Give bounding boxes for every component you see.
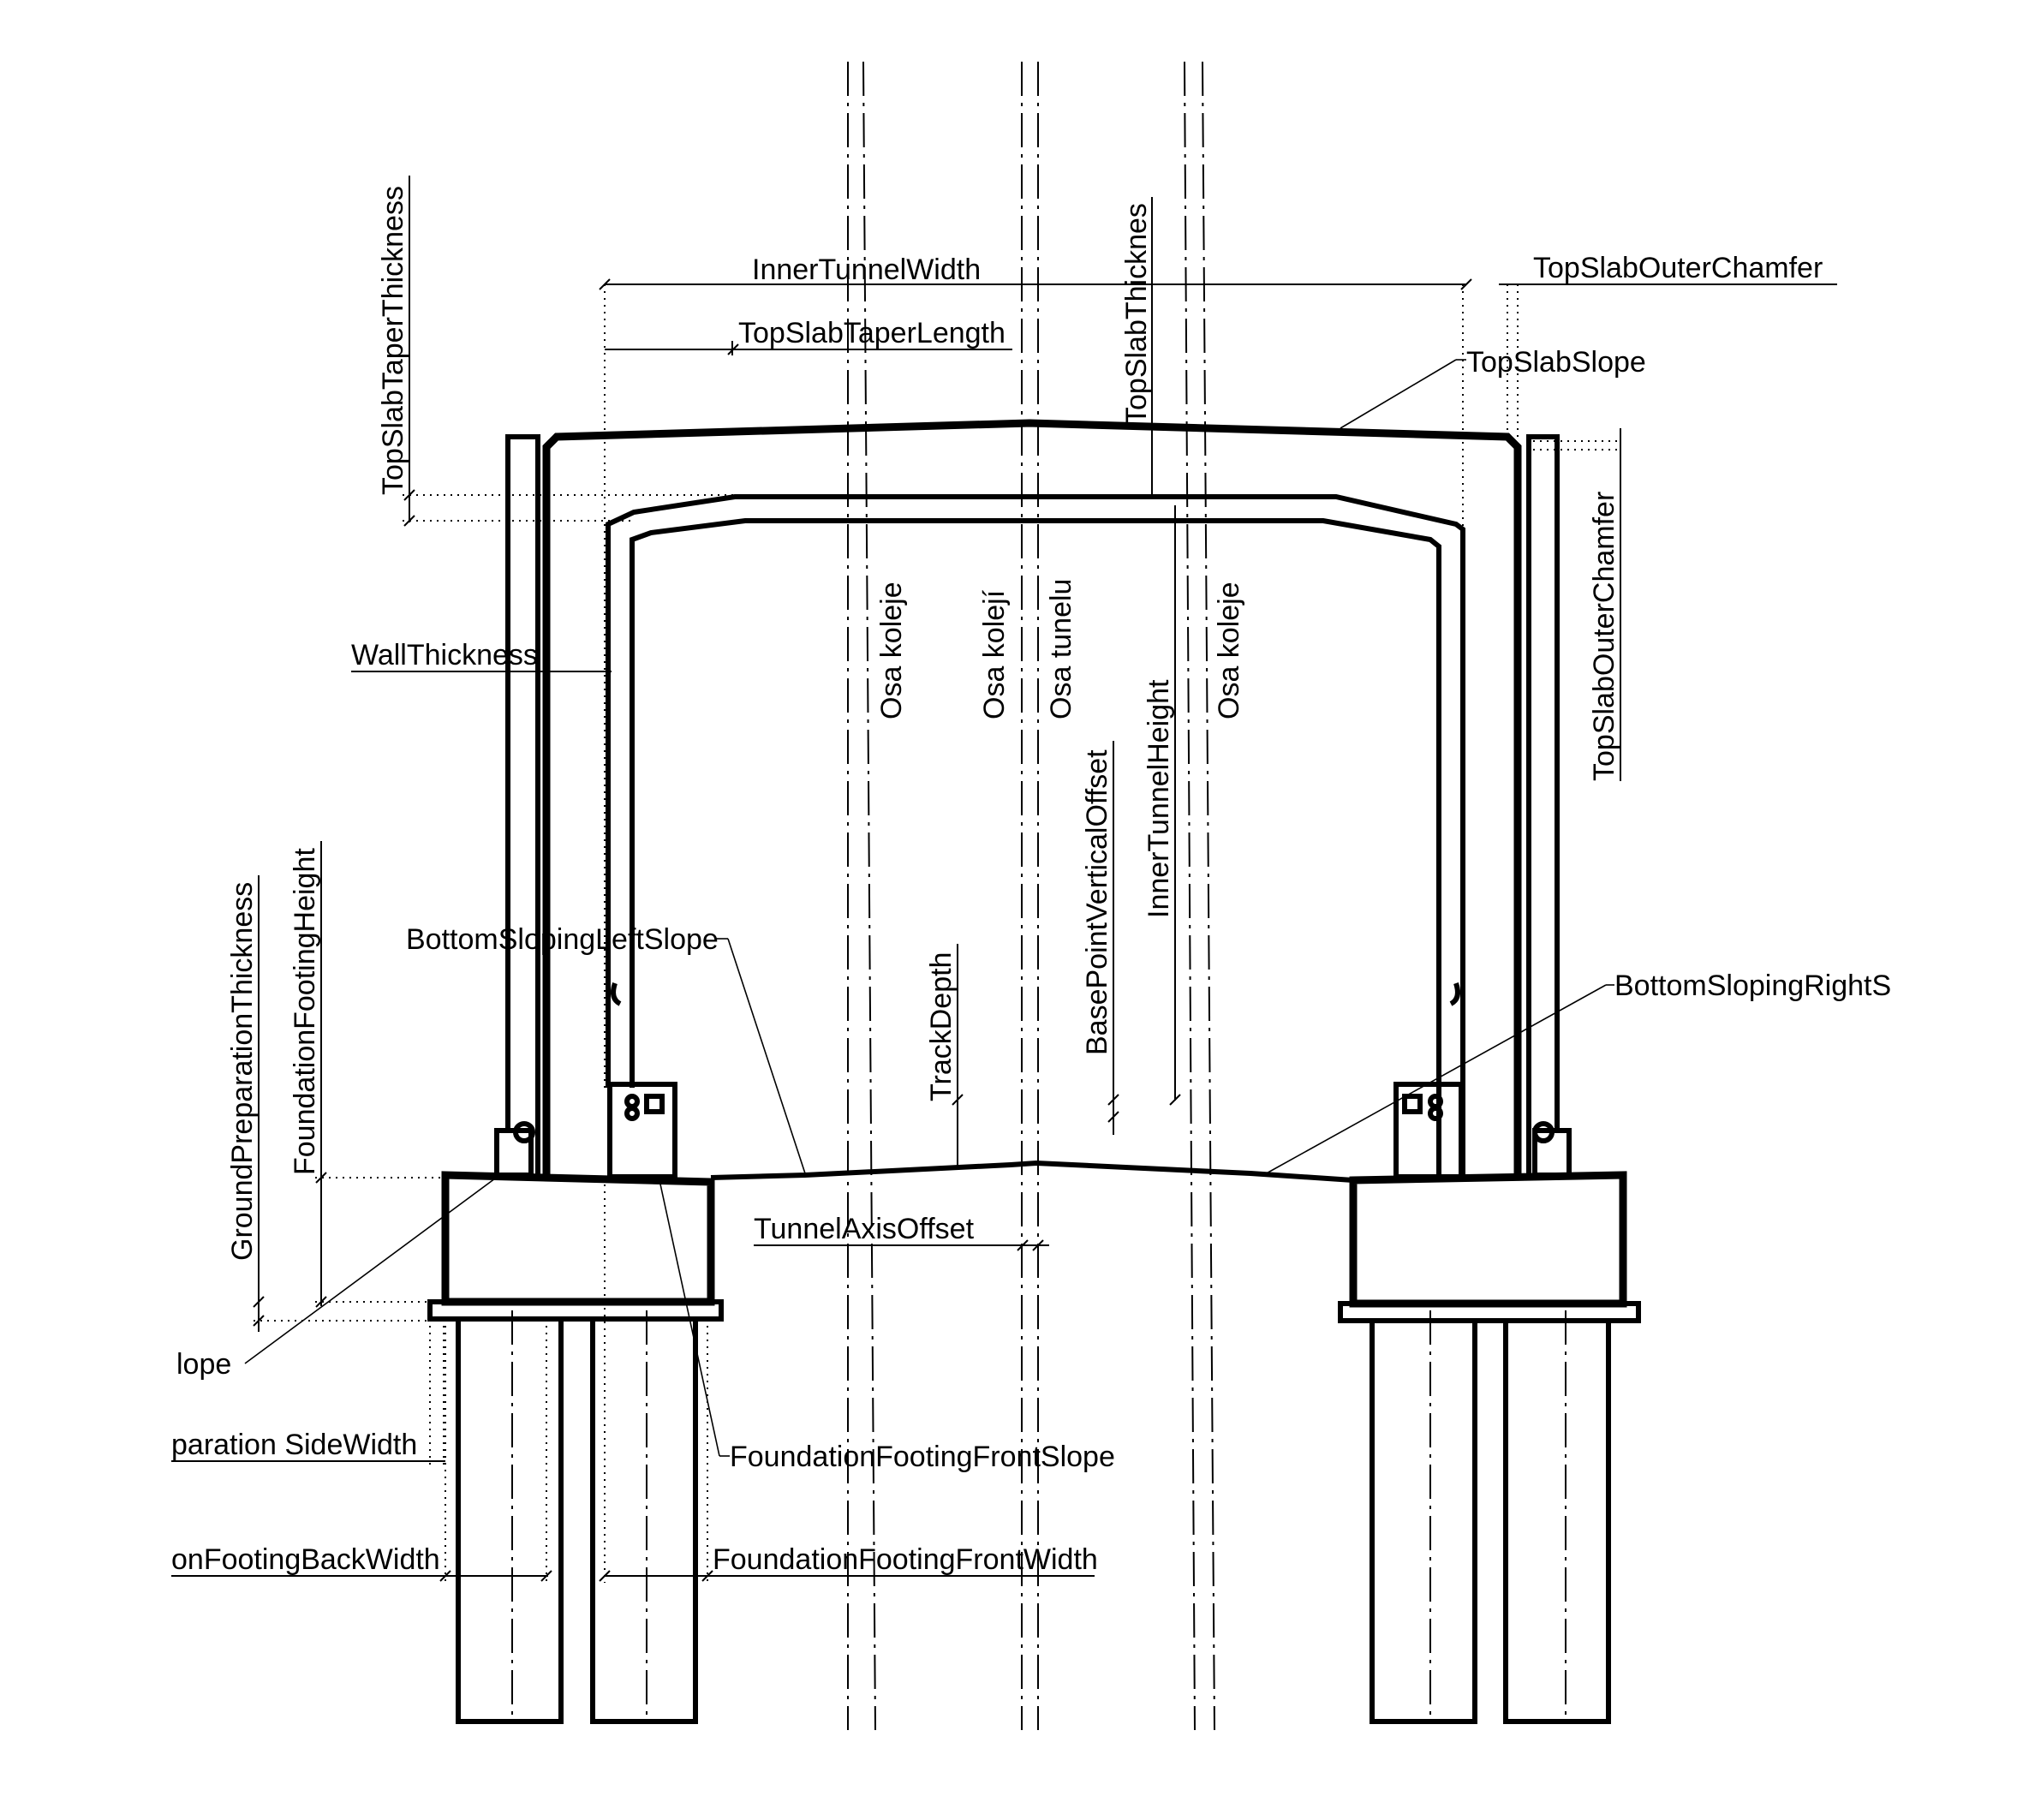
label-preparation-side-width-cut: paration SideWidth bbox=[171, 1429, 417, 1461]
dimension-lines bbox=[171, 176, 1837, 1583]
label-osa-tunelu: Osa tunelu bbox=[1045, 579, 1077, 719]
inner-lining-inner bbox=[630, 518, 1441, 1178]
label-base-point-vertical-offset: BasePointVerticalOffset bbox=[1081, 749, 1113, 1055]
label-inner-tunnel-width: InnerTunnelWidth bbox=[752, 254, 981, 286]
label-bottom-sloping-left-slope: BottomSlopingLeftSlope bbox=[406, 923, 719, 956]
right-cable-box bbox=[1393, 1082, 1464, 1179]
label-foundation-footing-front-slope: FoundationFootingFrontSlope bbox=[730, 1441, 1115, 1473]
left-cable-box bbox=[607, 1082, 677, 1179]
dimension-labels: InnerTunnelWidth TopSlabOuterChamfer Top… bbox=[171, 186, 1891, 1576]
label-foundation-footing-front-width: FoundationFootingFrontWidth bbox=[713, 1543, 1098, 1576]
pile-4 bbox=[1503, 1318, 1611, 1724]
label-osa-koleji: Osa kolejí bbox=[978, 589, 1011, 719]
label-slope-cut: lope bbox=[176, 1348, 231, 1381]
pile-1 bbox=[456, 1316, 564, 1724]
label-ground-preparation-thickness: GroundPreparationThickness bbox=[226, 882, 259, 1261]
right-outer-facing bbox=[1526, 434, 1560, 1175]
label-foundation-footing-height: FoundationFootingHeight bbox=[289, 848, 321, 1175]
label-top-slab-taper-length: TopSlabTaperLength bbox=[738, 317, 1006, 349]
inner-lining-outer bbox=[606, 494, 1465, 1178]
axis-lines bbox=[511, 61, 1566, 1731]
label-top-slab-outer-chamfer-horizontal: TopSlabOuterChamfer bbox=[1533, 252, 1823, 284]
pile-2 bbox=[590, 1316, 698, 1724]
outer-top-slab bbox=[542, 419, 1522, 1175]
label-top-slab-slope: TopSlabSlope bbox=[1466, 346, 1646, 379]
label-wall-thickness: WallThickness bbox=[351, 639, 538, 671]
label-tunnel-axis-offset: TunnelAxisOffset bbox=[754, 1213, 975, 1245]
label-top-slab-outer-chamfer-vertical: TopSlabOuterChamfer bbox=[1588, 492, 1620, 781]
label-osa-koleje-right: Osa koleje bbox=[1213, 582, 1245, 719]
right-footing bbox=[1349, 1171, 1627, 1308]
label-top-slab-taper-thickness: TopSlabTaperThickness bbox=[377, 186, 409, 495]
label-osa-koleje-left: Osa koleje bbox=[875, 582, 908, 719]
tunnel-structure bbox=[427, 419, 1641, 1724]
label-top-slab-thicknes: TopSlabThicknes bbox=[1120, 203, 1153, 425]
label-footing-back-width-cut: onFootingBackWidth bbox=[171, 1543, 440, 1576]
label-track-depth: TrackDepth bbox=[925, 952, 958, 1101]
left-footing bbox=[441, 1171, 715, 1306]
label-bottom-sloping-right-slope: BottomSlopingRightS bbox=[1614, 970, 1891, 1002]
label-inner-tunnel-height: InnerTunnelHeight bbox=[1143, 679, 1175, 918]
bottom-slab bbox=[710, 1160, 1354, 1183]
right-ground-preparation bbox=[1338, 1301, 1641, 1323]
left-ground-preparation bbox=[427, 1299, 724, 1322]
left-outer-facing bbox=[505, 434, 540, 1175]
pile-3 bbox=[1370, 1318, 1477, 1724]
